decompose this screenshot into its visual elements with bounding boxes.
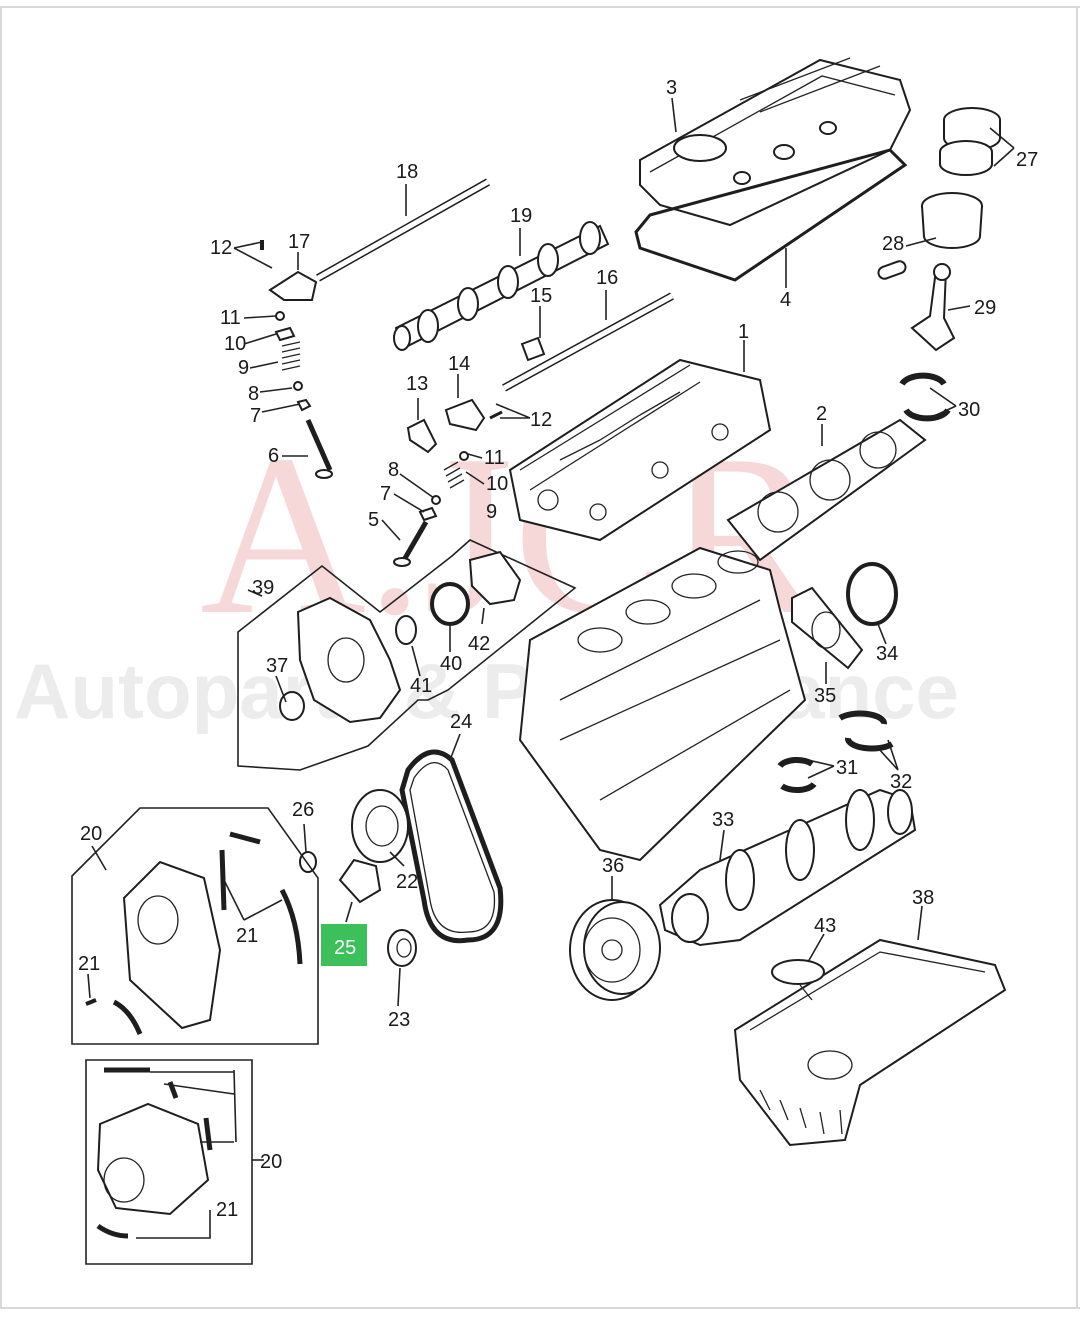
- main-bearings-drawing: [777, 710, 894, 794]
- callout-10-left[interactable]: 10: [224, 333, 246, 355]
- callout-1[interactable]: 1: [738, 321, 749, 343]
- oil-pump-group-drawing: [237, 539, 577, 771]
- callout-27[interactable]: 27: [1016, 149, 1038, 171]
- callout-31[interactable]: 31: [836, 757, 858, 779]
- callout-labels: 3 4 1 2 27 28 29 30 18 19 16 15 17 12 11…: [78, 77, 1038, 1221]
- frame-top: [0, 6, 1080, 8]
- callout-37[interactable]: 37: [266, 655, 288, 677]
- callout-32[interactable]: 32: [890, 771, 912, 793]
- piston-assembly-drawing: [877, 107, 1001, 422]
- highlight-box-part-25[interactable]: [321, 924, 367, 966]
- callout-2[interactable]: 2: [816, 403, 827, 425]
- callout-8-center[interactable]: 8: [388, 459, 399, 481]
- callout-20-lower[interactable]: 20: [260, 1151, 282, 1173]
- callout-25[interactable]: 25: [334, 937, 356, 959]
- valve-train-center-drawing: [393, 410, 503, 567]
- callout-36[interactable]: 36: [602, 855, 624, 877]
- valve-cover-drawing: [634, 57, 912, 282]
- callout-28[interactable]: 28: [882, 233, 904, 255]
- callout-16[interactable]: 16: [596, 267, 618, 289]
- callout-3[interactable]: 3: [666, 77, 677, 99]
- frame-right: [1076, 6, 1078, 1309]
- callout-38[interactable]: 38: [912, 887, 934, 909]
- cylinder-head-drawing: [508, 358, 772, 542]
- frame-left: [0, 6, 2, 1309]
- callout-41[interactable]: 41: [410, 675, 432, 697]
- callout-4[interactable]: 4: [780, 289, 791, 311]
- callout-12-right[interactable]: 12: [530, 409, 552, 431]
- callout-30[interactable]: 30: [958, 399, 980, 421]
- rocker-shaft-drawing: [316, 178, 674, 392]
- callout-11-left[interactable]: 11: [220, 307, 241, 329]
- callout-12-left[interactable]: 12: [210, 237, 232, 259]
- callout-35[interactable]: 35: [814, 685, 836, 707]
- frame-bottom: [0, 1307, 1080, 1309]
- callout-42[interactable]: 42: [468, 633, 490, 655]
- crank-pulley-drawing: [569, 899, 661, 1001]
- callout-24[interactable]: 24: [450, 711, 472, 733]
- tensioner-drawing: [299, 851, 382, 904]
- callout-5[interactable]: 5: [368, 509, 379, 531]
- cam-sprocket-drawing: [351, 789, 409, 863]
- callout-34[interactable]: 34: [876, 643, 898, 665]
- callout-17[interactable]: 17: [288, 231, 310, 253]
- timing-cover-lower-group: [85, 1059, 253, 1265]
- callout-21-left[interactable]: 21: [78, 953, 100, 975]
- callout-26[interactable]: 26: [292, 799, 314, 821]
- callout-10-right[interactable]: 10: [486, 473, 508, 495]
- callout-19[interactable]: 19: [510, 205, 532, 227]
- head-gasket-drawing: [726, 418, 927, 562]
- oil-pan-drawing: [733, 938, 1007, 1147]
- rocker-arms-drawing: [268, 270, 546, 454]
- callout-7-left[interactable]: 7: [250, 405, 261, 427]
- crankshaft-drawing: [658, 788, 917, 947]
- callout-6[interactable]: 6: [268, 445, 279, 467]
- callout-29[interactable]: 29: [974, 297, 996, 319]
- callout-20-upper[interactable]: 20: [80, 823, 102, 845]
- leader-lines: [87, 97, 1015, 1239]
- callout-11-right[interactable]: 11: [484, 447, 505, 469]
- callout-14[interactable]: 14: [448, 353, 470, 375]
- callout-18[interactable]: 18: [396, 161, 418, 183]
- timing-belt-drawing: [399, 749, 504, 944]
- callout-23[interactable]: 23: [388, 1009, 410, 1031]
- callout-13[interactable]: 13: [406, 373, 428, 395]
- callout-7-center[interactable]: 7: [380, 483, 391, 505]
- callout-15[interactable]: 15: [530, 285, 552, 307]
- callout-33[interactable]: 33: [712, 809, 734, 831]
- valve-train-left-drawing: [274, 311, 333, 479]
- rear-seal-drawing: [791, 562, 898, 670]
- callout-8-left[interactable]: 8: [248, 383, 259, 405]
- callout-9-right[interactable]: 9: [486, 501, 497, 523]
- callout-40[interactable]: 40: [440, 653, 462, 675]
- camshaft-drawing: [393, 221, 610, 351]
- callout-39[interactable]: 39: [252, 577, 274, 599]
- callout-43[interactable]: 43: [814, 915, 836, 937]
- callout-9-left[interactable]: 9: [238, 357, 249, 379]
- callout-21-upper[interactable]: 21: [236, 925, 258, 947]
- cylinder-block-drawing: [518, 546, 807, 862]
- timing-cover-upper-group: [71, 807, 319, 1045]
- callout-21-lower[interactable]: 21: [216, 1199, 238, 1221]
- callout-22[interactable]: 22: [396, 871, 418, 893]
- idler-pulley-drawing: [387, 929, 417, 967]
